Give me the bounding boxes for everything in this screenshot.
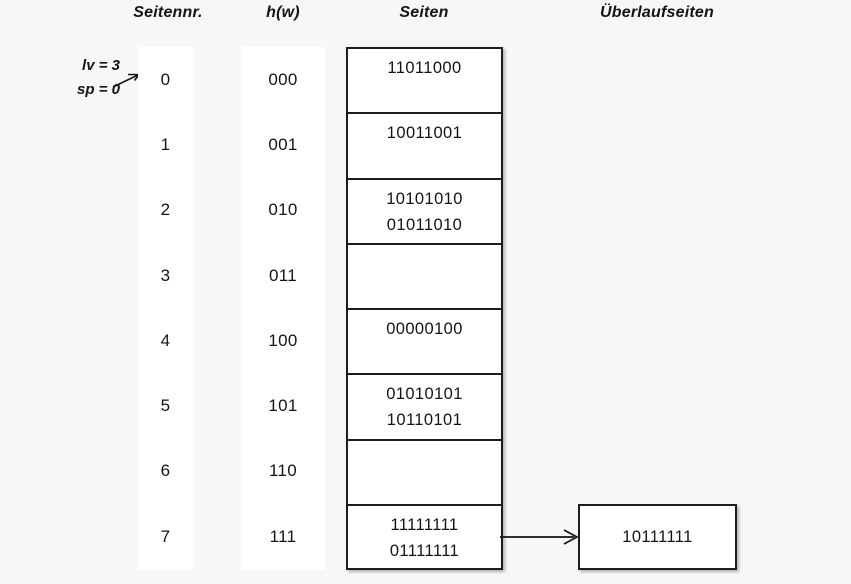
hw-cell: 101 [268, 396, 298, 416]
column-header-seiten: Seiten [399, 4, 449, 21]
page-record-value: 01011010 [386, 215, 463, 234]
hw-cell: 111 [269, 526, 297, 546]
hw-column: 000 001 010 011 100 101 110 111 [241, 47, 325, 570]
lv-sp-annotation: lv = 3 sp = 0 [36, 54, 120, 102]
seitennr-cell: 0 [160, 69, 171, 89]
seitennr-cell: 7 [160, 526, 171, 546]
arrow-right-icon [500, 529, 579, 545]
hw-cell: 001 [268, 134, 298, 154]
page-record-value: 11011000 [387, 59, 462, 77]
page-cell: 10011001 [348, 114, 501, 180]
seitennr-cell: 2 [160, 200, 171, 220]
page-record-value: 10101010 [386, 189, 463, 208]
lv-value: lv = 3 [82, 57, 120, 74]
sp-value: sp = 0 [77, 81, 120, 98]
overflow-page-value: 10111111 [622, 528, 693, 546]
page-cell: 10101010 01011010 [348, 180, 501, 245]
page-cell: 11011000 [348, 49, 501, 115]
page-record-value: 01010101 [386, 385, 463, 404]
page-cell [348, 441, 501, 507]
hw-cell: 000 [268, 69, 298, 89]
seiten-page-table: 11011000 10011001 10101010 01011010 00000100… [346, 47, 503, 570]
hw-cell: 011 [268, 265, 297, 285]
column-header-seitennr: Seitennr. [133, 4, 203, 21]
seitennr-cell: 6 [160, 461, 171, 481]
seitennr-column-band [138, 47, 193, 570]
column-header-ueberlaufseiten: Überlaufseiten [600, 4, 714, 21]
page-record-value: 10110101 [386, 411, 463, 430]
page-record-value: 01111111 [389, 542, 460, 561]
seitennr-cell: 3 [160, 265, 171, 285]
hw-cell: 100 [268, 330, 298, 350]
hw-cell: 010 [268, 200, 298, 220]
seitennr-cell: 5 [160, 396, 171, 416]
seitennr-column: 0 1 2 3 4 5 6 7 [138, 47, 193, 570]
page-record-value: 00000100 [386, 320, 463, 339]
hw-cell: 110 [268, 461, 297, 481]
page-cell [348, 245, 501, 311]
page-record-value: 10011001 [386, 124, 463, 143]
page-cell: 11111111 01111111 [348, 506, 501, 571]
column-header-hw: h(w) [266, 4, 300, 21]
page-cell: 01010101 10110101 [348, 375, 501, 441]
seitennr-cell: 1 [160, 134, 171, 154]
page-cell: 00000100 [348, 310, 501, 376]
page-record-value: 11111111 [390, 516, 459, 535]
hw-column-band [241, 47, 325, 570]
overflow-page-box: 10111111 [578, 504, 737, 570]
seitennr-cell: 4 [160, 330, 171, 350]
